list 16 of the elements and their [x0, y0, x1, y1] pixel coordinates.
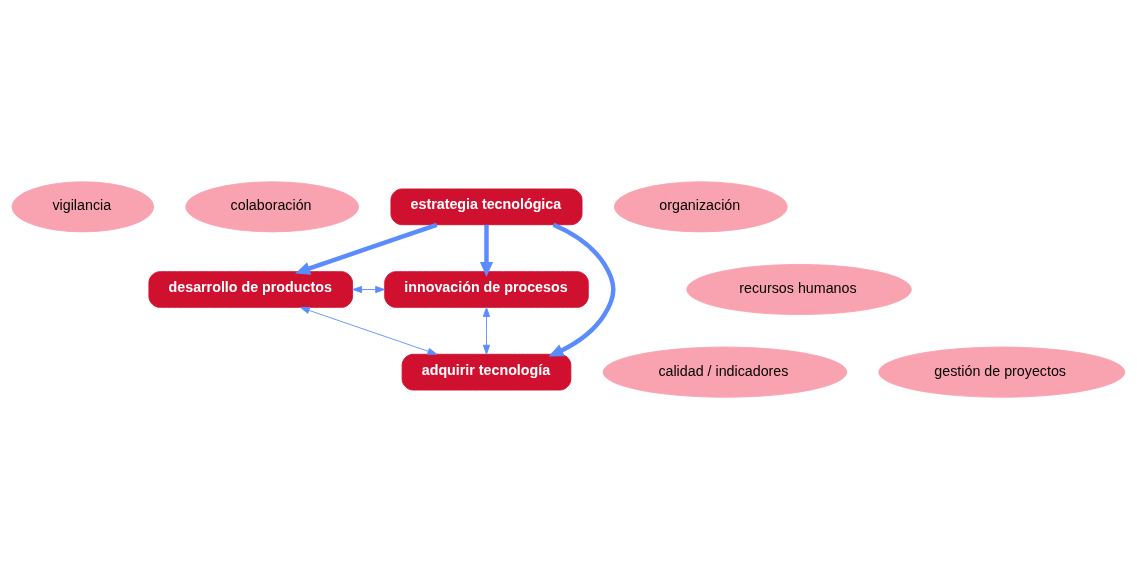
node-ellipse: organización	[613, 180, 788, 232]
node-ellipse: vigilancia	[11, 180, 155, 232]
arrow	[548, 222, 616, 357]
arrow	[300, 306, 438, 355]
node-box: desarrollo de productos	[148, 270, 353, 308]
node-box: adquirir tecnología	[401, 353, 572, 390]
node-ellipse: calidad / indicadores	[602, 346, 848, 398]
node-box: innovación de procesos	[384, 270, 589, 308]
node-ellipse: recursos humanos	[686, 263, 912, 315]
node-ellipse: colaboración	[185, 180, 359, 232]
arrow	[479, 224, 494, 277]
arrow	[482, 306, 491, 355]
node-box: estrategia tecnológica	[390, 188, 583, 225]
arrow	[352, 285, 386, 293]
arrow	[295, 222, 438, 275]
node-ellipse: gestión de proyectos	[878, 346, 1126, 398]
